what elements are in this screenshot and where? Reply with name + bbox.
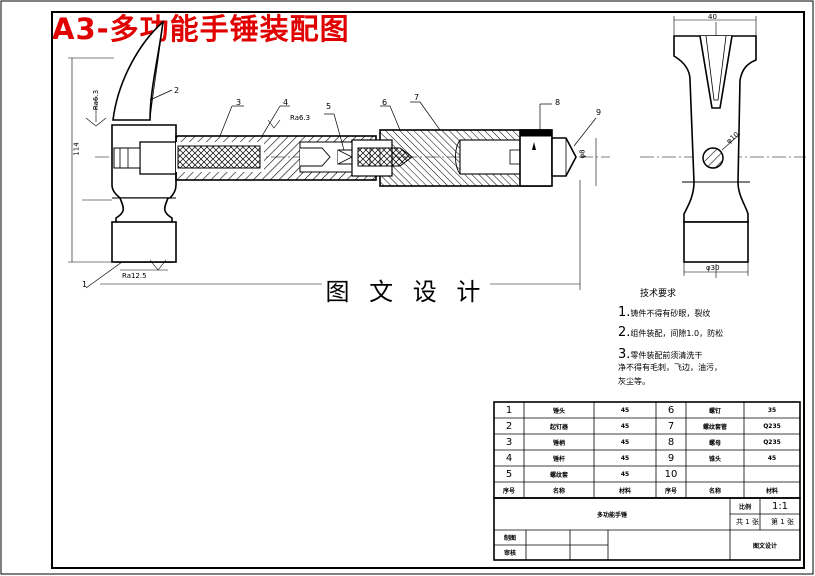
parts-cell-no1: 4 xyxy=(505,452,513,464)
parts-cell-no1: 5 xyxy=(505,468,513,480)
claw-outline xyxy=(112,20,165,121)
cone-tip xyxy=(551,137,577,177)
parts-cell-no1: 1 xyxy=(505,404,513,416)
parts-table xyxy=(493,401,801,561)
parts-cell-no2: 10 xyxy=(664,468,678,480)
parts-cell-mat1: 45 xyxy=(620,406,630,414)
parts-cell-name2: 螺钉 xyxy=(708,407,721,415)
parts-cell-mat2: Q235 xyxy=(763,438,781,446)
title-block-checked-by: 审核 xyxy=(503,550,516,557)
tech-heading: 技术要求 xyxy=(640,289,677,299)
part-label-5: 5 xyxy=(326,102,332,111)
part-label-4: 4 xyxy=(283,98,289,107)
parts-cell-mat1: 45 xyxy=(620,454,630,462)
front-view xyxy=(68,20,610,290)
parts-cell-no2: 8 xyxy=(667,436,675,448)
parts-cell-name2 xyxy=(686,466,744,482)
dimension-diameter-8: φ8 xyxy=(578,149,587,159)
nut xyxy=(519,129,553,187)
parts-header-name1: 名称 xyxy=(552,487,565,495)
parts-cell-name2: 锥头 xyxy=(708,455,721,463)
parts-cell-name1: 锤杆 xyxy=(552,455,565,463)
parts-cell-mat2: Q235 xyxy=(763,422,781,430)
parts-cell-mat2: 35 xyxy=(767,406,777,414)
parts-cell-no2: 9 xyxy=(667,452,675,464)
part-label-1: 1 xyxy=(82,280,88,289)
part-label-9: 9 xyxy=(596,108,602,117)
tech-line-2: 2.组件装配，间隙1.0，防松 xyxy=(618,325,724,340)
title-block-sheet-total: 共 1 张 xyxy=(736,518,759,526)
parts-cell-no2: 6 xyxy=(667,404,675,416)
title-block-drawing-name: 多功能手锤 xyxy=(596,511,627,519)
drawing-title: A3-多功能手锤装配图 xyxy=(52,12,350,46)
tech-line-4: 净不得有毛刺，飞边，油污， xyxy=(618,363,722,372)
inner-frame xyxy=(51,11,805,569)
parts-header-mat2: 材料 xyxy=(765,487,778,495)
parts-cell-no1: 3 xyxy=(505,436,513,448)
parts-cell-name1: 螺纹套 xyxy=(549,471,568,479)
title-block-company: 图文设计 xyxy=(752,542,777,550)
striking-face xyxy=(111,221,177,263)
dimension-width: 40 xyxy=(708,13,717,21)
side-face xyxy=(683,221,749,263)
tech-line-1: 1.铸件不得有砂眼，裂纹 xyxy=(618,305,711,320)
roughness-ra125: Ra12.5 xyxy=(122,272,147,280)
parts-cell-name1: 锤柄 xyxy=(552,439,565,447)
parts-header-no2: 序号 xyxy=(664,487,677,495)
parts-cell-mat1: 45 xyxy=(620,470,630,478)
tech-line-5: 灰尘等。 xyxy=(618,377,650,386)
parts-cell-no1: 2 xyxy=(505,420,513,432)
parts-header-no1: 序号 xyxy=(502,487,515,495)
roughness-ra63-mid: Ra6.3 xyxy=(290,114,311,122)
dimension-height: 114 xyxy=(72,142,81,156)
title-block-scale-value: 1:1 xyxy=(771,500,789,512)
roughness-ra63-top: Ra6.3 xyxy=(92,89,101,111)
parts-cell-mat1: 45 xyxy=(620,438,630,446)
parts-cell-mat2 xyxy=(744,466,800,482)
title-block-sheet-no: 第 1 张 xyxy=(771,518,794,526)
part-label-2: 2 xyxy=(174,86,180,95)
parts-header-name2: 名称 xyxy=(708,487,721,495)
parts-cell-mat1: 45 xyxy=(620,422,630,430)
parts-cell-name1: 起钉器 xyxy=(549,423,568,431)
part-label-7: 7 xyxy=(414,93,420,102)
tech-line-3: 3.零件装配前须清洗干 xyxy=(618,347,703,362)
dimension-diameter-30: φ30 xyxy=(706,264,720,272)
watermark-text: 图 文 设 计 xyxy=(322,272,490,306)
part-label-8: 8 xyxy=(555,98,561,107)
part-label-6: 6 xyxy=(382,98,388,107)
parts-cell-name2: 螺纹套管 xyxy=(702,423,727,431)
title-block-drawn-by: 制图 xyxy=(503,535,516,542)
side-view xyxy=(640,16,806,280)
spring-core xyxy=(177,145,261,169)
parts-header-mat1: 材料 xyxy=(618,487,631,495)
parts-cell-name2: 螺母 xyxy=(708,439,721,447)
parts-cell-mat2: 45 xyxy=(767,454,777,462)
parts-cell-name1: 锤头 xyxy=(552,407,565,415)
parts-cell-no2: 7 xyxy=(667,420,675,432)
title-block-scale-label: 比例 xyxy=(738,503,751,511)
part-label-3: 3 xyxy=(236,98,242,107)
